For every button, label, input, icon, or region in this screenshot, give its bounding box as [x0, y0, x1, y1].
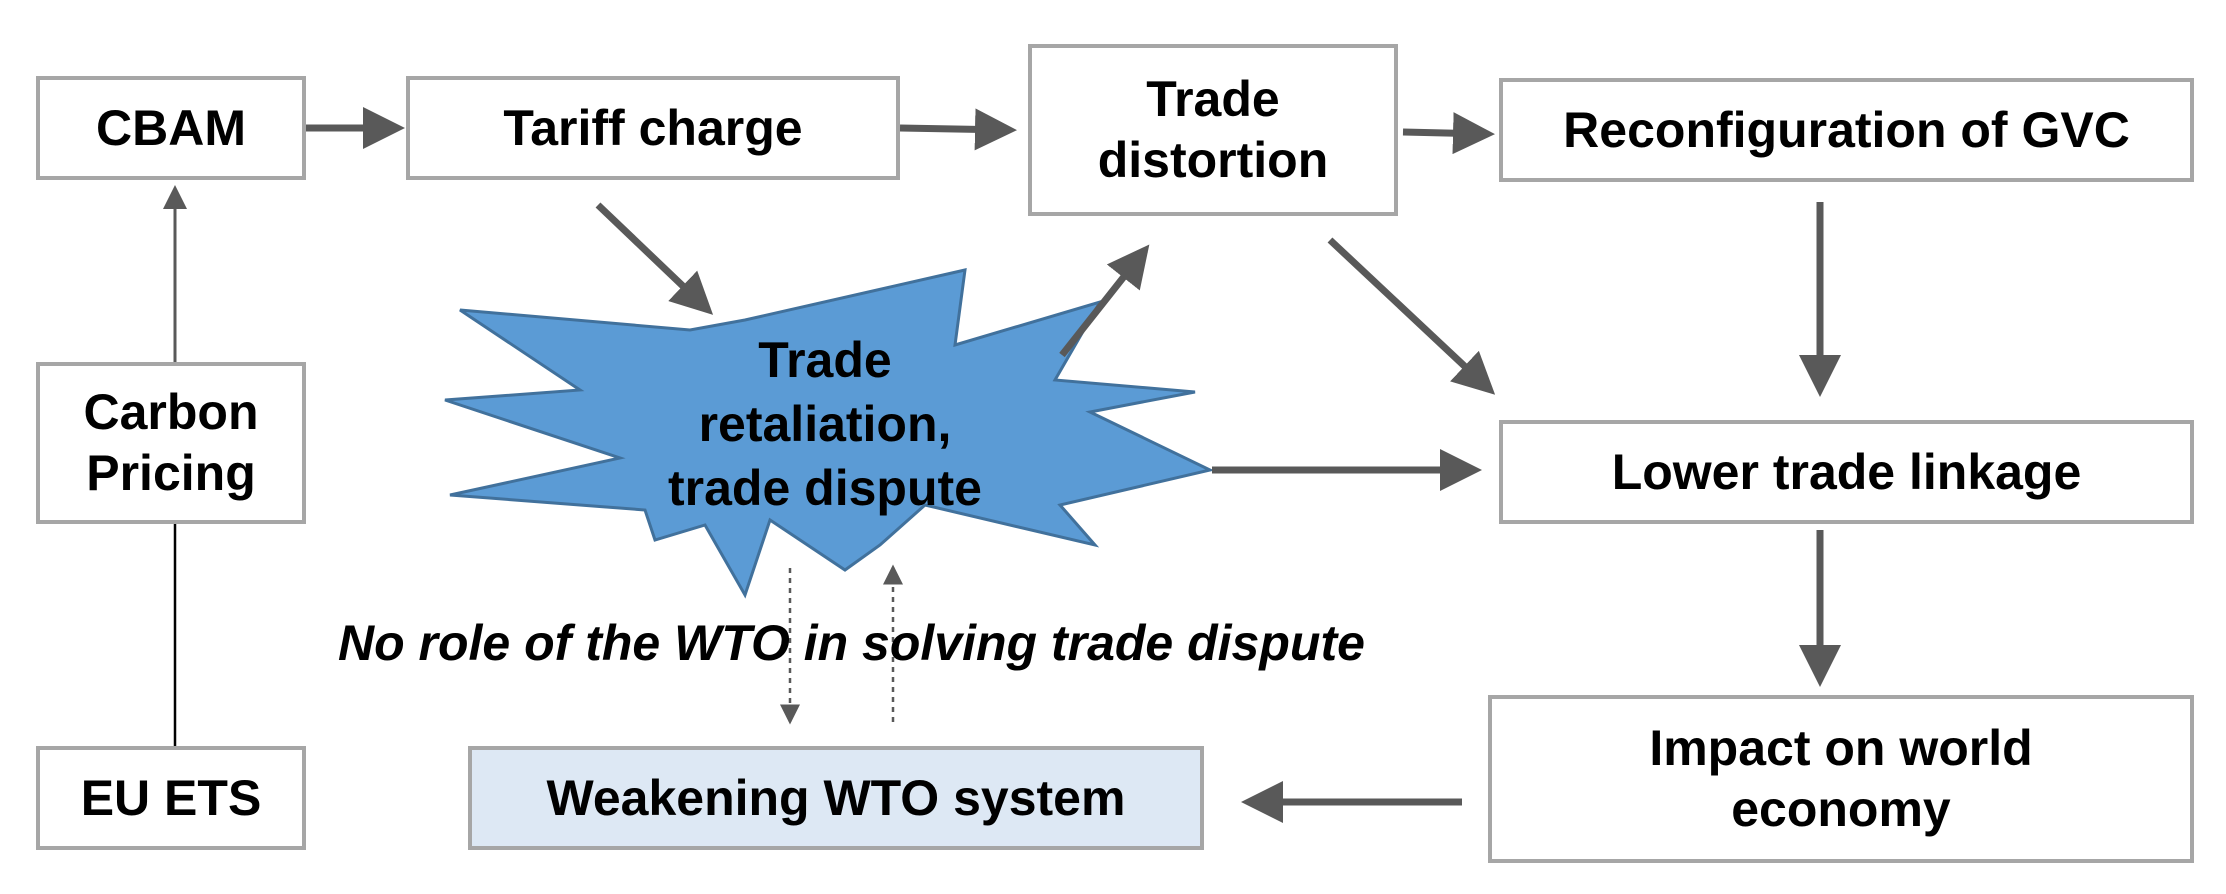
impact-world-economy-box: Impact on world economy	[1488, 695, 2194, 863]
trade-distortion-box: Trade distortion	[1028, 44, 1398, 216]
wto-role-note: No role of the WTO in solving trade disp…	[338, 615, 1365, 671]
tariff-charge-box: Tariff charge	[406, 76, 900, 180]
carbon-pricing-box: Carbon Pricing	[36, 362, 306, 524]
lower-trade-linkage-box: Lower trade linkage	[1499, 420, 2194, 524]
eu-ets-box: EU ETS	[36, 746, 306, 850]
trade-dispute-label: Trade retaliation, trade dispute	[668, 332, 982, 516]
reconfiguration-gvc-box: Reconfiguration of GVC	[1499, 78, 2194, 182]
trade-dispute-burst	[444, 268, 1215, 599]
dispute-to-distortion-arrow	[1059, 244, 1150, 358]
distortion-to-gvc-arrow	[1402, 112, 1495, 155]
tariff-to-dispute-arrow	[595, 202, 714, 315]
tariff-to-distortion-arrow	[899, 108, 1017, 151]
cbam-box: CBAM	[36, 76, 306, 180]
distortion-to-linkage-arrow	[1327, 237, 1496, 395]
weakening-wto-box: Weakening WTO system	[468, 746, 1204, 850]
